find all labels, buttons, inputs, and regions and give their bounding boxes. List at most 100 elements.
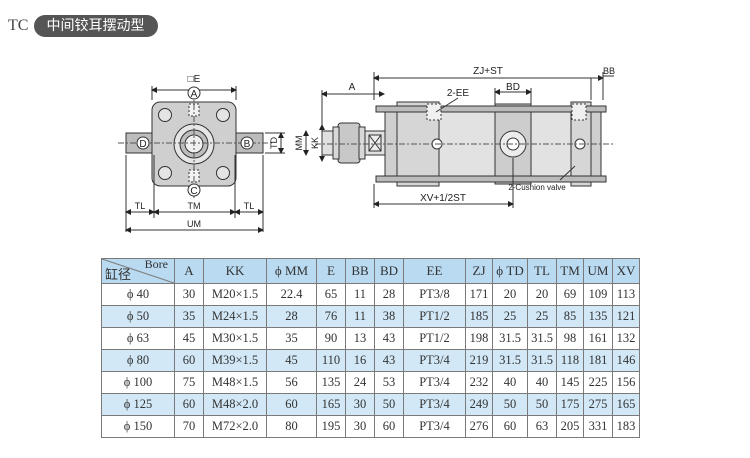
- table-cell: 30: [345, 393, 375, 416]
- table-cell: 50: [374, 393, 404, 416]
- table-cell: PT3/4: [403, 349, 466, 372]
- table-cell: 56: [266, 371, 317, 394]
- table-cell: PT3/4: [403, 393, 466, 416]
- bore-cell: ϕ 100: [101, 371, 175, 394]
- bore-cell: ϕ 50: [101, 305, 175, 328]
- corner-cn-label: 缸径: [105, 268, 132, 283]
- table-cell: 60: [266, 393, 317, 416]
- table-cell: 40: [527, 371, 557, 394]
- corner-header-cell: Bore 缸径: [101, 257, 175, 284]
- table-cell: 183: [612, 415, 640, 438]
- table-row: ϕ 63 45 M30×1.5 35 90 13 43 PT1/2 198 31…: [101, 327, 640, 350]
- column-header: TM: [556, 258, 584, 284]
- table-cell: 53: [374, 371, 404, 394]
- table-cell: 205: [556, 415, 584, 438]
- bore-cell: ϕ 63: [101, 327, 175, 350]
- table-cell: 225: [583, 371, 613, 394]
- dim-zj-label: ZJ+ST: [473, 66, 503, 77]
- table-cell: 28: [374, 283, 404, 306]
- port-b-label: B: [244, 139, 251, 150]
- table-cell: 132: [612, 327, 640, 350]
- column-header: XV: [612, 258, 640, 284]
- table-cell: 146: [612, 349, 640, 372]
- column-header: TL: [527, 258, 557, 284]
- table-cell: 60: [174, 393, 204, 416]
- column-header: EE: [403, 258, 466, 284]
- table-cell: 60: [374, 415, 404, 438]
- dim-kk-label: KK: [310, 137, 320, 149]
- column-header: ϕ MM: [266, 258, 317, 284]
- table-cell: 60: [492, 415, 528, 438]
- table-cell: 181: [583, 349, 613, 372]
- table-cell: 249: [465, 393, 493, 416]
- dim-xv-label: XV+1/2ST: [420, 193, 466, 204]
- table-cell: 80: [266, 415, 317, 438]
- table-cell: 31.5: [492, 327, 528, 350]
- dim-tm-label: TM: [188, 201, 201, 211]
- table-cell: 31.5: [492, 349, 528, 372]
- table-cell: 75: [174, 371, 204, 394]
- table-cell: 185: [465, 305, 493, 328]
- table-cell: 219: [465, 349, 493, 372]
- dim-bd-label: BD: [506, 82, 520, 93]
- table-cell: 76: [316, 305, 346, 328]
- table-cell: 50: [527, 393, 557, 416]
- table-cell: 50: [492, 393, 528, 416]
- table-cell: 171: [465, 283, 493, 306]
- table-cell: 232: [465, 371, 493, 394]
- model-title-badge: 中间铰耳摆动型: [34, 15, 159, 37]
- dim-tl-right-label: TL: [244, 201, 255, 211]
- table-cell: 11: [345, 305, 375, 328]
- table-cell: 45: [174, 327, 204, 350]
- table-cell: 30: [174, 283, 204, 306]
- dimension-table: Bore 缸径 A KK ϕ MM E BB BD EE ZJ ϕ TD TL …: [101, 257, 640, 438]
- table-cell: 35: [266, 327, 317, 350]
- table-cell: PT3/4: [403, 415, 466, 438]
- table-cell: 40: [492, 371, 528, 394]
- table-cell: 195: [316, 415, 346, 438]
- dim-um-label: UM: [187, 219, 201, 229]
- column-header: ϕ TD: [492, 258, 528, 284]
- table-cell: 38: [374, 305, 404, 328]
- table-cell: 165: [612, 393, 640, 416]
- table-cell: 24: [345, 371, 375, 394]
- table-cell: 121: [612, 305, 640, 328]
- table-cell: PT3/8: [403, 283, 466, 306]
- dim-a-label: A: [349, 82, 356, 93]
- table-cell: PT1/2: [403, 327, 466, 350]
- table-cell: 109: [583, 283, 613, 306]
- table-cell: 70: [174, 415, 204, 438]
- dim-ee-label: 2-EE: [447, 88, 470, 99]
- table-cell: 113: [612, 283, 640, 306]
- bore-cell: ϕ 150: [101, 415, 175, 438]
- table-cell: 276: [465, 415, 493, 438]
- table-cell: 198: [465, 327, 493, 350]
- table-row: ϕ 50 35 M24×1.5 28 76 11 38 PT1/2 185 25…: [101, 305, 640, 328]
- table-cell: M30×1.5: [203, 327, 267, 350]
- table-cell: 13: [345, 327, 375, 350]
- dim-tl-left-label: TL: [135, 201, 146, 211]
- table-cell: M72×2.0: [203, 415, 267, 438]
- table-cell: 161: [583, 327, 613, 350]
- bore-cell: ϕ 125: [101, 393, 175, 416]
- table-row: ϕ 40 30 M20×1.5 22.4 65 11 28 PT3/8 171 …: [101, 283, 640, 306]
- table-row: ϕ 80 60 M39×1.5 45 110 16 43 PT3/4 219 3…: [101, 349, 640, 372]
- column-header: BD: [374, 258, 404, 284]
- table-cell: 175: [556, 393, 584, 416]
- table-cell: 45: [266, 349, 317, 372]
- table-cell: 90: [316, 327, 346, 350]
- table-cell: 145: [556, 371, 584, 394]
- section-header: TC 中间铰耳摆动型: [8, 14, 159, 38]
- port-a-label: A: [191, 89, 198, 100]
- corner-bore-label: Bore: [144, 257, 168, 271]
- table-cell: 25: [527, 305, 557, 328]
- column-header: A: [174, 258, 204, 284]
- table-cell: PT1/2: [403, 305, 466, 328]
- table-cell: 98: [556, 327, 584, 350]
- table-cell: 16: [345, 349, 375, 372]
- table-cell: 43: [374, 327, 404, 350]
- table-cell: M24×1.5: [203, 305, 267, 328]
- table-header-row: Bore 缸径 A KK ϕ MM E BB BD EE ZJ ϕ TD TL …: [101, 257, 640, 284]
- table-cell: 331: [583, 415, 613, 438]
- table-cell: 135: [583, 305, 613, 328]
